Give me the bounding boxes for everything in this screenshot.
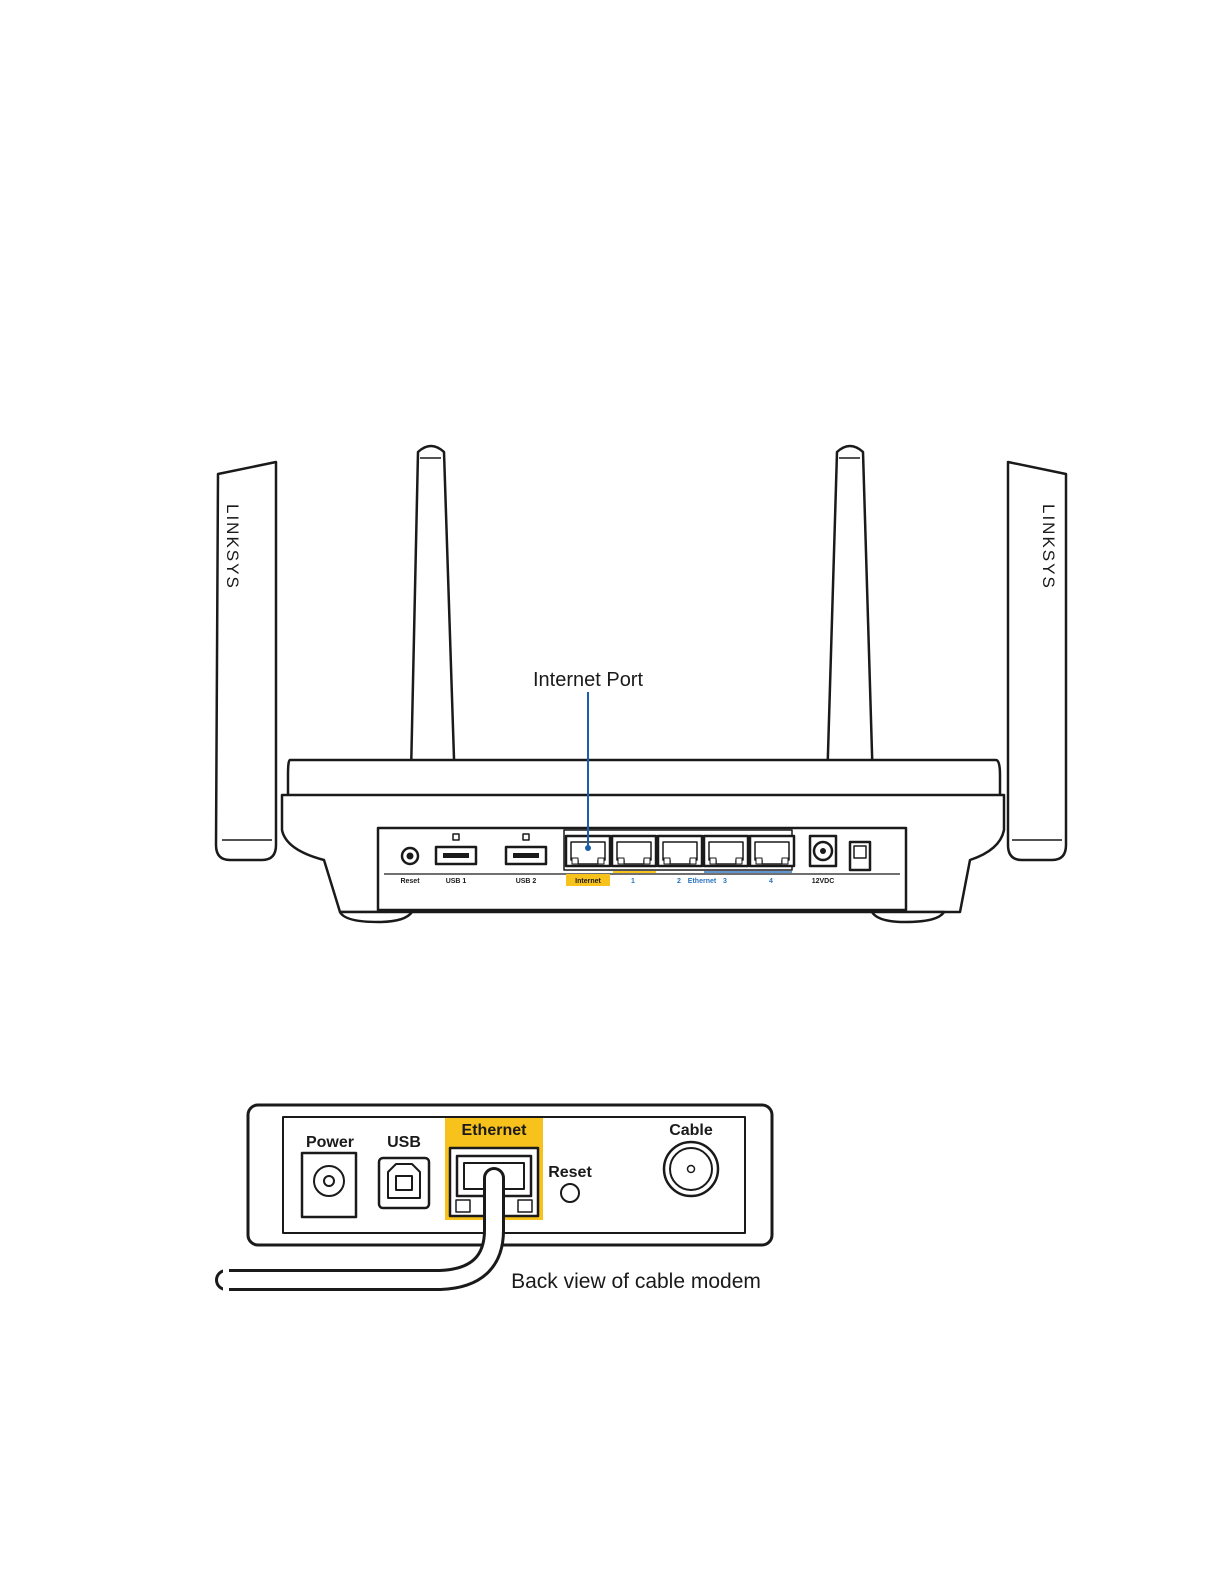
modem-label-usb: USB xyxy=(387,1134,421,1151)
label-internet: Internet xyxy=(575,878,601,885)
router-lan-port-4 xyxy=(750,836,794,866)
right-antenna-brand: LINKSYS xyxy=(1039,504,1058,590)
modem-cable-connector xyxy=(664,1142,718,1196)
router-lan-port-2 xyxy=(658,836,702,866)
modem-caption: Back view of cable modem xyxy=(511,1270,761,1293)
router-lan-port-3 xyxy=(704,836,748,866)
label-eth1: 1 xyxy=(631,878,635,885)
label-eth4: 4 xyxy=(769,878,773,885)
router-power-jack xyxy=(810,836,836,866)
modem-label-power: Power xyxy=(306,1134,354,1151)
label-usb2: USB 2 xyxy=(516,878,537,885)
modem-reset-button xyxy=(561,1184,579,1202)
label-usb1: USB 1 xyxy=(446,878,467,885)
label-12vdc: 12VDC xyxy=(812,878,835,885)
callout-dot xyxy=(585,845,591,851)
label-ethernet: Ethernet xyxy=(688,878,717,885)
label-eth3: 3 xyxy=(723,878,727,885)
modem-usb-port xyxy=(379,1158,429,1208)
left-flat-antenna: LINKSYS xyxy=(216,462,276,860)
label-eth2: 2 xyxy=(677,878,681,885)
modem-label-cable: Cable xyxy=(669,1122,713,1139)
modem-power-jack xyxy=(302,1153,356,1217)
label-reset: Reset xyxy=(400,878,420,885)
router-power-switch xyxy=(850,842,870,870)
right-flat-antenna: LINKSYS xyxy=(1008,462,1066,860)
router-lan-port-1 xyxy=(612,836,656,866)
modem-label-ethernet: Ethernet xyxy=(462,1122,528,1139)
left-antenna-brand: LINKSYS xyxy=(223,504,242,590)
callout-label: Internet Port xyxy=(533,669,644,691)
modem-label-reset: Reset xyxy=(548,1164,592,1181)
